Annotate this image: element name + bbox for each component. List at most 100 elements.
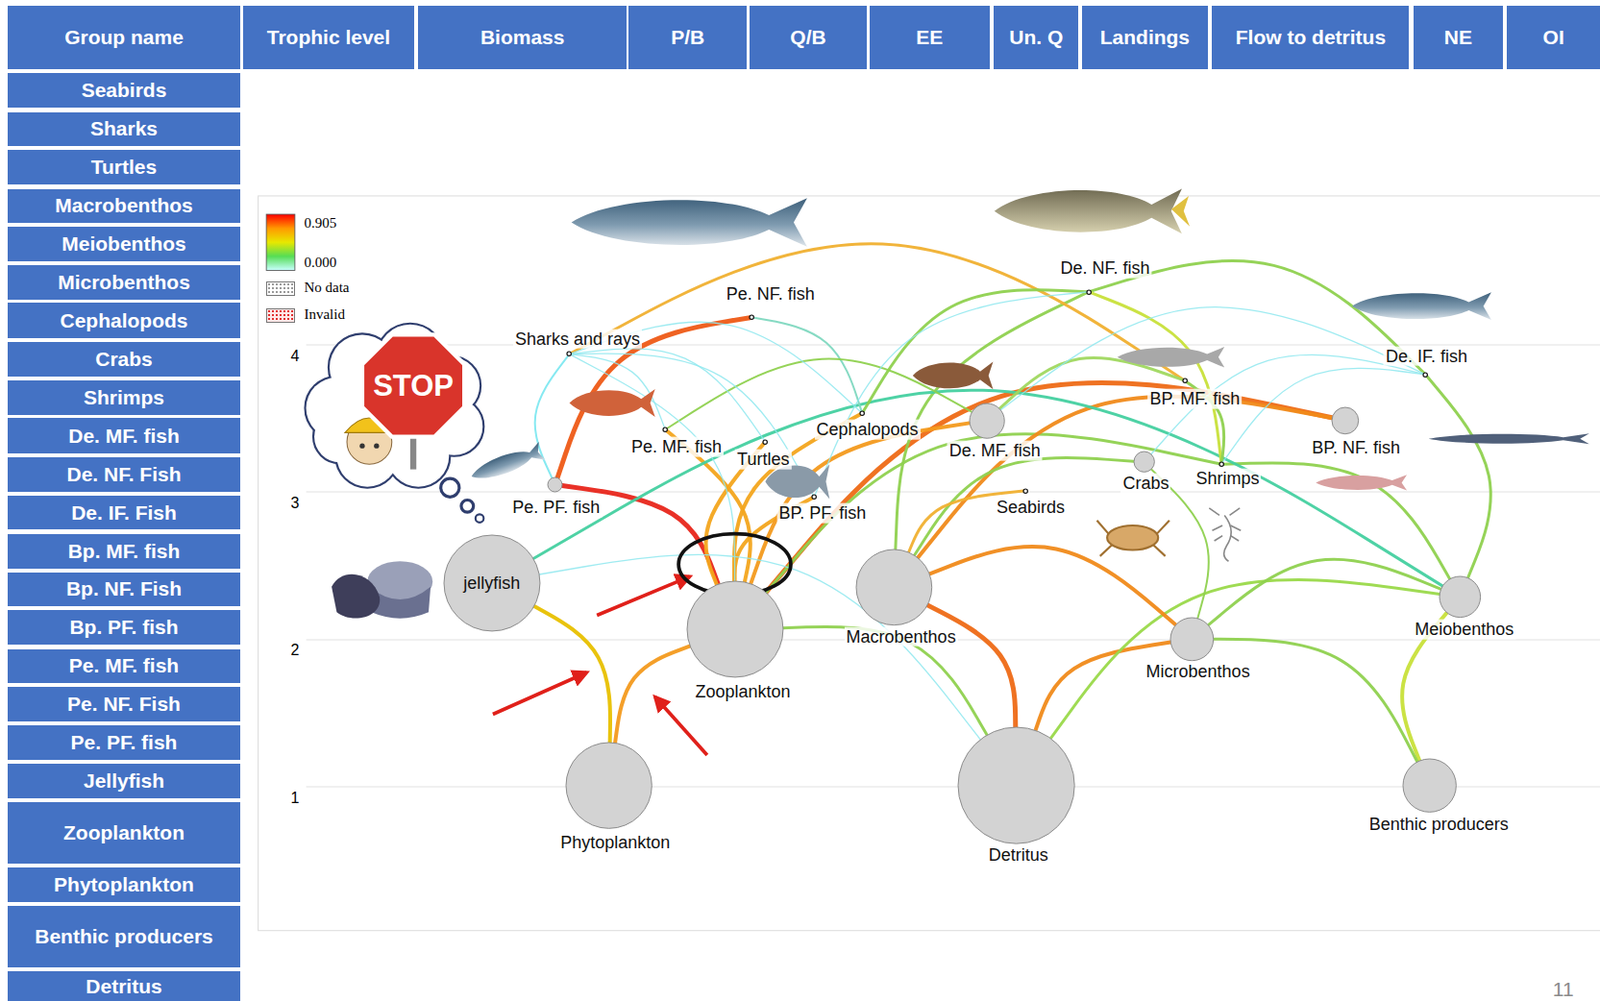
group-name: P/B bbox=[670, 25, 705, 50]
group-name: Group name bbox=[64, 25, 184, 50]
node-shape bbox=[1402, 758, 1457, 813]
group-box: Landings bbox=[1082, 5, 1209, 70]
stop-sign-text: STOP bbox=[372, 369, 454, 402]
scale-value: 0.000 bbox=[303, 254, 337, 271]
chart-frame bbox=[258, 196, 1600, 932]
group-box: NE bbox=[1413, 5, 1503, 70]
fish-picture bbox=[1315, 474, 1407, 491]
group-box: Biomass bbox=[418, 5, 627, 70]
shrimp-picture bbox=[1211, 525, 1241, 542]
node-shape bbox=[546, 476, 564, 493]
group-circle-shape bbox=[1182, 378, 1187, 383]
group-name: Trophic level bbox=[267, 25, 391, 50]
group-circle-shape bbox=[1331, 407, 1359, 435]
group-circle-shape bbox=[763, 440, 767, 444]
highlight-arrow bbox=[655, 696, 708, 756]
stop-thought-bubble bbox=[306, 324, 484, 488]
group-circle-shape bbox=[749, 315, 754, 320]
highlight-arrow bbox=[596, 576, 690, 616]
flow-link bbox=[1222, 368, 1424, 463]
group-circle-shape bbox=[1133, 451, 1155, 472]
stop-thought-bubble bbox=[306, 324, 485, 523]
group-label: jellyfish bbox=[461, 572, 522, 593]
node-shape bbox=[957, 726, 1076, 845]
group-box: De. IF. Fish bbox=[7, 495, 240, 530]
group-box: Pe. PF. fish bbox=[7, 725, 240, 761]
group-label: Macrobenthos bbox=[844, 626, 959, 647]
legend-text: No data bbox=[303, 279, 349, 296]
flow-link bbox=[534, 606, 612, 743]
group-circle-shape bbox=[566, 351, 571, 356]
group-name: Sharks bbox=[90, 117, 158, 141]
group-circle: jellyfish bbox=[443, 534, 542, 633]
group-label: Crabs bbox=[1120, 473, 1171, 494]
group-circle: BP. NF. fish bbox=[1330, 406, 1360, 436]
stop-thought-bubble bbox=[373, 443, 379, 449]
group-name: Seabirds bbox=[81, 78, 168, 102]
group-circle-shape bbox=[547, 477, 563, 493]
axis-tick: 1 bbox=[290, 789, 299, 808]
group-circle: Crabs bbox=[1132, 450, 1156, 473]
stop-thought-bubble bbox=[362, 334, 465, 437]
group-circle: Benthic producers bbox=[1402, 758, 1457, 813]
stop-thought-bubble bbox=[461, 499, 474, 513]
highlight-arrow bbox=[492, 672, 588, 715]
flow-link bbox=[895, 293, 1087, 551]
stop-thought-bubble bbox=[475, 514, 484, 522]
group-box: Bp. NF. Fish bbox=[7, 572, 240, 607]
group-circle-shape bbox=[812, 494, 816, 499]
group-circle: Shrimps bbox=[1218, 461, 1225, 468]
group-label: Zooplankton bbox=[692, 682, 792, 703]
flow-link bbox=[913, 457, 1133, 556]
group-circle-shape bbox=[1423, 372, 1428, 377]
node-shape bbox=[762, 439, 768, 445]
fish-picture bbox=[1352, 292, 1492, 320]
node-shape bbox=[1330, 406, 1360, 436]
group-box: Zooplankton bbox=[7, 802, 240, 864]
shrimp-picture bbox=[1208, 508, 1241, 562]
group-label: BP. MF. fish bbox=[1148, 389, 1243, 410]
group-name: Shrimps bbox=[83, 386, 165, 410]
node-shape bbox=[968, 402, 1006, 440]
node-shape bbox=[565, 741, 653, 830]
legend-row: No data bbox=[266, 281, 420, 299]
group-label: Cephalopods bbox=[814, 419, 921, 441]
flow-link bbox=[1050, 580, 1440, 739]
group-name: De. NF. Fish bbox=[66, 463, 181, 487]
node-shape bbox=[855, 548, 934, 627]
legend-swatch bbox=[266, 281, 296, 296]
node-shape bbox=[1438, 575, 1482, 619]
flow-link bbox=[1000, 307, 1424, 411]
flow-link bbox=[1090, 293, 1222, 464]
shrimp-picture bbox=[1224, 515, 1232, 562]
group-label: Microbenthos bbox=[1144, 662, 1253, 683]
group-box: Group name bbox=[7, 5, 240, 70]
page-number: 11 bbox=[1552, 979, 1575, 1001]
group-name: Cephalopods bbox=[59, 309, 188, 333]
legend-row: Invalid bbox=[266, 308, 420, 326]
group-label: Pe. NF. fish bbox=[724, 284, 817, 305]
group-label: BP. NF. fish bbox=[1309, 438, 1403, 459]
group-name: De. MF. fish bbox=[68, 424, 180, 448]
flow-link bbox=[1207, 559, 1441, 625]
group-name: Bp. NF. Fish bbox=[66, 577, 182, 601]
group-circle: Pe. PF. fish bbox=[546, 476, 564, 493]
group-name: OI bbox=[1543, 25, 1565, 50]
group-box: Phytoplankton bbox=[7, 867, 240, 903]
group-name: Landings bbox=[1100, 25, 1190, 50]
group-circle: Cephalopods bbox=[859, 410, 865, 417]
group-label: Pe. PF. fish bbox=[510, 497, 602, 518]
fish-picture bbox=[1171, 196, 1190, 227]
fish-picture bbox=[571, 197, 808, 247]
jellyfish-picture bbox=[331, 561, 433, 618]
group-box: Pe. MF. fish bbox=[7, 649, 240, 684]
flow-link bbox=[814, 292, 1087, 495]
group-box: Bp. MF. fish bbox=[7, 534, 240, 569]
group-label: Sharks and rays bbox=[513, 328, 642, 349]
group-label: De. IF. fish bbox=[1383, 345, 1470, 367]
group-name: Bp. PF. fish bbox=[69, 615, 178, 640]
fish-picture bbox=[912, 361, 994, 390]
group-name: Meiobenthos bbox=[61, 232, 187, 256]
flow-link bbox=[927, 605, 1016, 728]
node-shape bbox=[1022, 488, 1029, 494]
